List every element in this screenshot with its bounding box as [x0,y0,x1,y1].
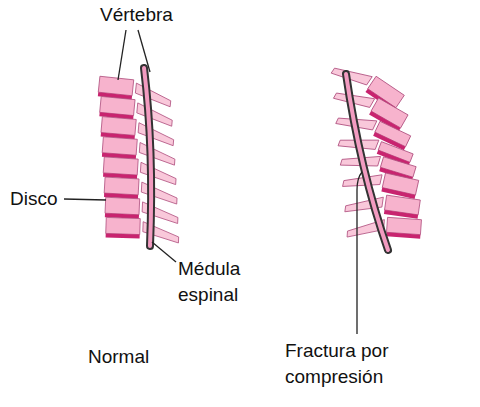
vertebral-body [105,197,140,215]
vertebral-body [103,157,138,175]
vertebra [105,217,179,243]
leader-line [152,242,176,262]
spinous-process [139,143,176,166]
vertebral-body [102,137,137,155]
part-label: Vértebra [100,2,210,28]
vertebra [345,190,420,223]
vertebral-body [101,117,136,136]
spinous-process [141,182,178,204]
leader-line [357,172,362,334]
spinous-process [137,123,175,146]
vertebra [343,164,419,202]
spinal-cord-core [346,74,388,250]
vertebral-body [100,96,135,115]
intervertebral-disc [106,233,140,238]
vertebral-body [104,177,139,195]
caption-label: Fractura por compresión [285,338,455,390]
intervertebral-disc [386,232,420,238]
spinous-process [140,162,177,184]
spinal-cord [346,74,388,250]
part-label: Médula espinal [178,256,258,308]
caption-label: Normal [88,344,188,370]
spinous-process [134,83,172,107]
part-label: Disco [10,186,80,212]
leader-lines [64,30,362,334]
spinous-process [136,103,174,126]
leader-line [64,199,106,200]
spinal-cord-core [144,68,151,246]
vertebral-body [387,217,422,234]
spinal-cord [144,68,151,246]
spine-drawings [98,54,422,250]
leader-line [118,30,126,80]
vertebral-body [106,217,141,234]
leader-line [138,30,150,72]
